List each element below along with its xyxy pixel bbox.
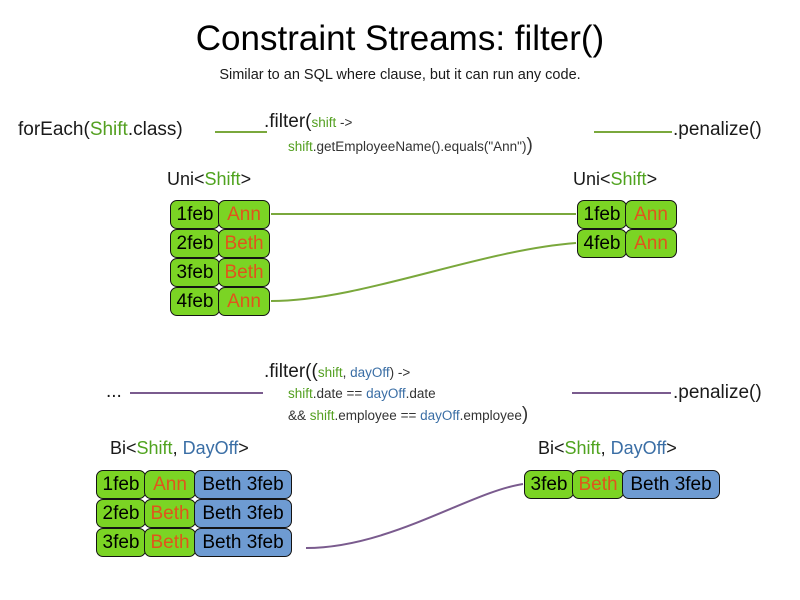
bi-right-type-label: Bi<Shift, DayOff> <box>538 437 677 459</box>
tuple-cell-employee: Beth <box>144 528 196 557</box>
bi-filter-param-1: shift <box>317 365 343 380</box>
tuple-cell-employee: Beth <box>218 229 270 258</box>
uni-filter-body: .getEmployeeName().equals("Ann") <box>312 139 527 154</box>
bi-penalize-call: .penalize() <box>673 382 762 403</box>
tuple-cell-dayoff: Beth 3feb <box>622 470 720 499</box>
tuple-cell-date: 1feb <box>170 200 220 229</box>
foreach-suffix: .class) <box>127 119 183 140</box>
bi-right-label-prefix: Bi< <box>538 438 565 458</box>
uni-left-label-type: Shift <box>204 169 241 189</box>
connector-bi-filter-to-penalize <box>572 392 671 394</box>
bi-filter-head: .filter(( <box>264 361 318 382</box>
connector-ellipsis-to-filter <box>130 392 263 394</box>
bi-filter-l3-lead: && <box>288 408 310 423</box>
bi-filter-l2-param-1: shift <box>288 386 313 401</box>
tuple-cell-dayoff: Beth 3feb <box>194 499 292 528</box>
page-title: Constraint Streams: filter() <box>195 19 605 58</box>
foreach-prefix: forEach( <box>18 119 90 140</box>
bi-filter-l3-param-2: dayOff <box>420 408 460 423</box>
tuple-cell-date: 2feb <box>96 499 146 528</box>
tuple-cell-date: 3feb <box>524 470 574 499</box>
uni-filter-head: .filter( <box>264 111 312 132</box>
bi-right-label-type-1: Shift <box>564 438 601 458</box>
uni-filter-arrow: -> <box>336 115 353 130</box>
curve-bi-row3 <box>305 483 524 549</box>
tuple-cell-date: 3feb <box>170 258 220 287</box>
tuple-cell-employee: Ann <box>625 200 677 229</box>
tuple-cell-employee: Ann <box>218 287 270 316</box>
tuple-cell-employee: Beth <box>572 470 624 499</box>
tuple-cell-employee: Ann <box>625 229 677 258</box>
bi-right-label-suffix: > <box>666 438 677 458</box>
foreach-call: forEach(Shift.class) <box>18 118 183 142</box>
uni-right-type-label: Uni<Shift> <box>573 168 657 190</box>
uni-filter-param: shift <box>311 115 337 130</box>
bi-filter-line-2: shift.date == dayOff.date <box>288 384 436 403</box>
bi-filter-line-1: .filter((shift, dayOff) -> <box>264 360 410 384</box>
bi-filter-arrow: ) -> <box>389 365 411 380</box>
tuple-cell-date: 1feb <box>577 200 627 229</box>
uni-right-label-type: Shift <box>610 169 647 189</box>
tuple-cell-date: 4feb <box>170 287 220 316</box>
bi-filter-l3-tail: .employee <box>459 408 522 423</box>
bi-filter-comma: , <box>342 365 351 380</box>
bi-filter-l2-tail: .date <box>405 386 436 401</box>
bi-left-label-comma: , <box>172 438 183 458</box>
tuple-cell-employee: Ann <box>144 470 196 499</box>
bi-filter-l3-mid: .employee == <box>334 408 421 423</box>
tuple-cell-date: 3feb <box>96 528 146 557</box>
bi-source-ellipsis: ... <box>106 381 122 402</box>
bi-left-type-label: Bi<Shift, DayOff> <box>110 437 249 459</box>
bi-left-label-type-1: Shift <box>136 438 173 458</box>
foreach-type: Shift <box>89 119 128 140</box>
bi-right-label-type-2: DayOff <box>610 438 667 458</box>
tuple-cell-employee: Ann <box>218 200 270 229</box>
bi-filter-param-2: dayOff <box>350 365 390 380</box>
bi-filter-l2-param-2: dayOff <box>366 386 406 401</box>
uni-filter-close-paren: ) <box>526 135 533 156</box>
uni-left-label-prefix: Uni< <box>167 169 205 189</box>
tuple-cell-date: 1feb <box>96 470 146 499</box>
bi-left-label-prefix: Bi< <box>110 438 137 458</box>
tuple-cell-dayoff: Beth 3feb <box>194 528 292 557</box>
bi-left-label-type-2: DayOff <box>182 438 239 458</box>
connector-foreach-to-filter <box>215 131 267 133</box>
tuple-cell-date: 2feb <box>170 229 220 258</box>
tuple-cell-employee: Beth <box>144 499 196 528</box>
curve-uni-row4 <box>270 242 577 302</box>
bi-filter-l3-param-1: shift <box>309 408 335 423</box>
page-subtitle: Similar to an SQL where clause, but it c… <box>219 67 581 83</box>
uni-right-label-suffix: > <box>646 169 658 189</box>
uni-filter-param-2: shift <box>288 139 313 154</box>
uni-right-label-prefix: Uni< <box>573 169 611 189</box>
bi-left-label-suffix: > <box>238 438 249 458</box>
tuple-cell-dayoff: Beth 3feb <box>194 470 292 499</box>
bi-right-label-comma: , <box>600 438 611 458</box>
connector-filter-to-penalize <box>594 131 672 133</box>
uni-left-type-label: Uni<Shift> <box>167 168 251 190</box>
uni-left-label-suffix: > <box>240 169 252 189</box>
tuple-cell-employee: Beth <box>218 258 270 287</box>
uni-penalize-call: .penalize() <box>673 119 762 140</box>
bi-filter-line-3: && shift.employee == dayOff.employee) <box>288 405 528 425</box>
uni-filter-line-2: shift.getEmployeeName().equals("Ann")) <box>288 136 533 156</box>
bi-filter-l2-mid: .date == <box>312 386 367 401</box>
tuple-cell-date: 4feb <box>577 229 627 258</box>
bi-filter-close-paren: ) <box>521 404 529 425</box>
uni-filter-line-1: .filter(shift -> <box>264 110 352 134</box>
